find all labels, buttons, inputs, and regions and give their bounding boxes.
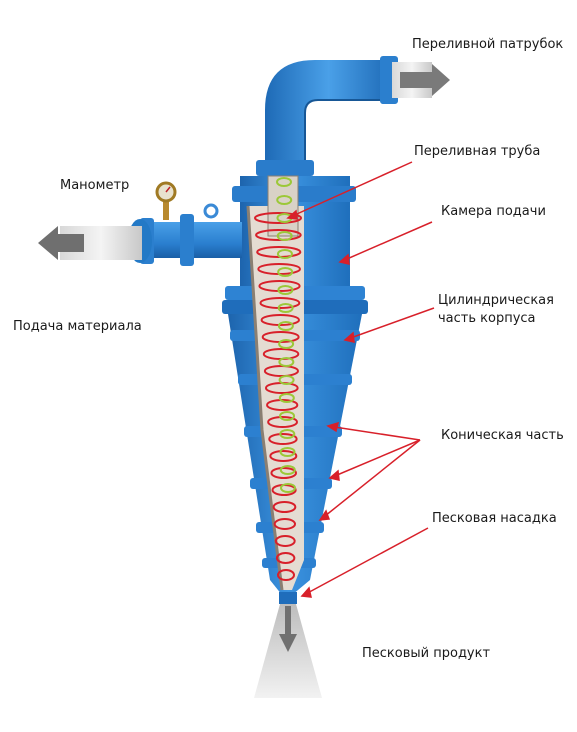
vortex-spirals: [254, 177, 302, 581]
inner-spiral-turn: [277, 267, 294, 277]
feed-inlet: [128, 214, 242, 266]
outer-spiral-turn: [270, 467, 298, 479]
label-cylindrical-part: Цилиндрическая часть корпуса: [438, 293, 554, 326]
pointer-conical-2: [329, 439, 421, 479]
outer-spiral-turn: [255, 229, 302, 241]
sand-outlet: [254, 592, 322, 698]
outer-spiral-turn: [260, 314, 300, 326]
inner-spiral-turn: [277, 303, 294, 313]
outer-spiral-turn: [277, 569, 295, 581]
outer-spiral-turn: [263, 365, 299, 377]
inner-spiral-turn: [278, 339, 295, 349]
label-feed-chamber: Камера подачи: [441, 204, 546, 219]
inner-spiral-turn: [279, 411, 296, 421]
outer-spiral-turn: [275, 552, 296, 564]
inner-spiral-turn: [278, 393, 295, 403]
overflow-flow: [392, 62, 450, 98]
inner-spiral-turn: [279, 465, 296, 475]
inner-spiral-turn: [280, 483, 296, 493]
inner-spiral-turn: [278, 375, 295, 385]
lifting-eye: [203, 203, 219, 219]
pointer-lines: [286, 161, 435, 598]
pointer-conical-1: [327, 425, 421, 441]
inner-spiral-turn: [276, 195, 293, 205]
pointer-conical-3: [319, 439, 421, 521]
label-manometer: Манометр: [60, 178, 130, 193]
inner-spiral-turn: [276, 249, 293, 259]
outer-spiral-turn: [268, 433, 298, 445]
inner-spiral-turn: [279, 447, 296, 457]
outer-spiral-turn: [267, 416, 299, 428]
feed-flow: [38, 226, 142, 260]
label-material-feed: Подача материала: [13, 319, 142, 334]
outer-spiral-turn: [259, 297, 301, 309]
label-overflow-pipe: Переливная труба: [414, 144, 541, 159]
inner-spiral-turn: [277, 285, 294, 295]
inner-spiral-turn: [277, 321, 294, 331]
label-conical-part: Коническая часть: [441, 428, 564, 443]
pointer-cylindrical-part: [344, 307, 435, 341]
overflow-elbow: [256, 56, 398, 176]
outer-spiral-turn: [254, 212, 302, 224]
outer-spiral-turn: [269, 450, 298, 462]
label-sand-product: Песковый продукт: [362, 646, 491, 661]
inner-spiral-turn: [276, 177, 292, 187]
pointer-overflow-pipe: [287, 161, 413, 219]
outer-spiral-turn: [273, 518, 297, 530]
inner-spiral-turn: [278, 357, 295, 367]
label-overflow-nozzle: Переливной патрубок: [412, 37, 564, 52]
pointer-feed-chamber: [339, 221, 433, 263]
inner-spiral-turn: [279, 429, 296, 439]
pointer-sand-nozzle: [301, 527, 429, 597]
outer-spiral-turn: [272, 501, 297, 513]
outer-spiral-turn: [274, 535, 296, 547]
manometer-gauge: [155, 181, 177, 220]
inner-spiral-turn: [276, 231, 293, 241]
label-sand-nozzle: Песковая насадка: [432, 511, 557, 526]
